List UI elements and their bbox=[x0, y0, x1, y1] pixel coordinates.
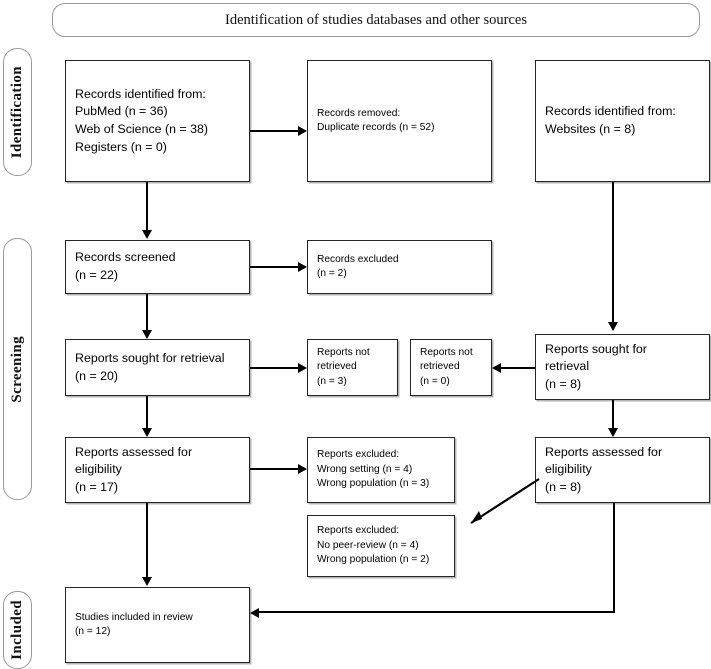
node-reports-sought-retrieval: Reports sought for retrieval (n = 20) bbox=[65, 339, 250, 396]
connector-sought-web-to-assessed-web bbox=[612, 400, 615, 428]
diagram-title-banner: Identification of studies databases and … bbox=[52, 3, 700, 37]
arrow-head-sought-to-not-retrieved bbox=[298, 362, 307, 373]
arrow-head-sought-to-assessed bbox=[141, 428, 152, 437]
diagram-title: Identification of studies databases and … bbox=[225, 11, 527, 28]
node-records-identified-databases: Records identified from: PubMed (n = 36)… bbox=[65, 60, 250, 182]
node-reports-assessed-eligibility: Reports assessed for eligibility (n = 17… bbox=[65, 437, 250, 503]
arrow-head-sought-web-to-assessed-web bbox=[607, 428, 618, 437]
stage-label-screening: Screening bbox=[9, 335, 25, 403]
node-reports-excluded-websites: Reports excluded: No peer-review (n = 4)… bbox=[307, 515, 455, 577]
arrow-head-identified-to-removed bbox=[298, 125, 307, 136]
connector-assessed-web-to-excluded-web bbox=[470, 478, 540, 524]
arrow-head-screened-to-excluded bbox=[298, 261, 307, 272]
connector-identified-to-removed bbox=[250, 130, 298, 133]
node-reports-not-retrieved-websites: Reports not retrieved (n = 0) bbox=[410, 339, 492, 396]
connector-screened-to-sought bbox=[146, 294, 149, 330]
node-studies-included: Studies included in review (n = 12) bbox=[65, 587, 250, 663]
connector-identified-to-screened bbox=[146, 182, 149, 230]
node-reports-excluded-databases: Reports excluded: Wrong setting (n = 4) … bbox=[307, 437, 455, 503]
stage-pill-identification: Identification bbox=[3, 48, 32, 176]
node-reports-not-retrieved-databases: Reports not retrieved (n = 3) bbox=[307, 339, 398, 396]
connector-screened-to-excluded bbox=[250, 266, 298, 269]
arrow-head-assessed-to-included bbox=[141, 577, 152, 586]
node-records-identified-websites: Records identified from: Websites (n = 8… bbox=[535, 60, 710, 182]
connector-assessed-to-excluded bbox=[250, 468, 298, 471]
arrow-head-sought-web-to-not-retrieved-web bbox=[492, 362, 501, 373]
node-reports-assessed-eligibility-websites: Reports assessed for eligibility (n = 8) bbox=[535, 437, 710, 503]
stage-pill-included: Included bbox=[3, 591, 32, 669]
arrow-head-websites-to-reports-sought bbox=[607, 322, 618, 331]
arrow-head-assessed-to-excluded bbox=[298, 463, 307, 474]
arrow-head-identified-to-screened bbox=[141, 230, 152, 239]
connector-sought-to-not-retrieved bbox=[250, 367, 298, 370]
node-records-removed: Records removed: Duplicate records (n = … bbox=[307, 60, 492, 182]
connector-web-elbow-vertical bbox=[613, 503, 616, 613]
connector-sought-to-assessed bbox=[146, 396, 149, 428]
stage-label-identification: Identification bbox=[9, 65, 25, 159]
node-reports-sought-retrieval-websites: Reports sought for retrieval (n = 8) bbox=[535, 334, 710, 400]
stage-pill-screening: Screening bbox=[3, 238, 32, 500]
stage-label-included: Included bbox=[9, 600, 25, 660]
connector-web-elbow-horizontal bbox=[259, 611, 615, 614]
node-records-excluded: Records excluded (n = 2) bbox=[307, 240, 492, 294]
connector-sought-web-to-not-retrieved-web bbox=[501, 367, 535, 370]
connector-websites-to-reports-sought bbox=[612, 182, 615, 322]
arrow-head-web-to-included bbox=[250, 607, 259, 618]
node-records-screened: Records screened (n = 22) bbox=[65, 240, 250, 294]
connector-assessed-to-included bbox=[146, 503, 149, 577]
arrow-head-screened-to-sought bbox=[141, 330, 152, 339]
